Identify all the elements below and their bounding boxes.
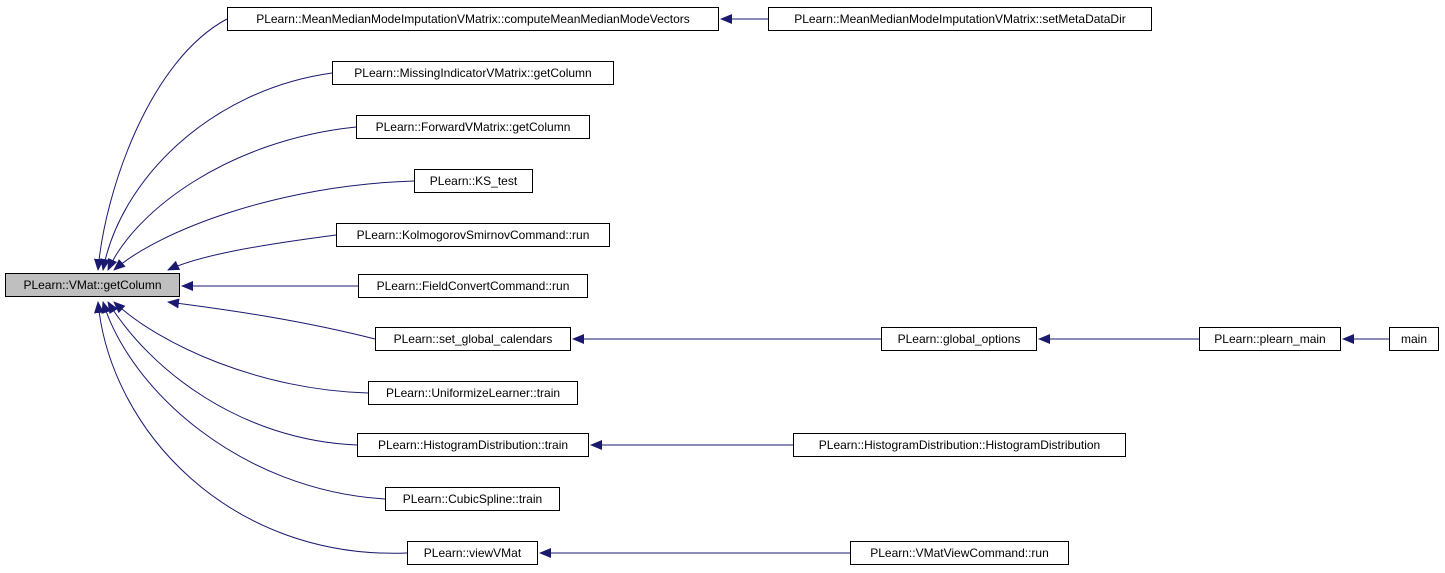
node-kolmogorov-smirnov-run[interactable]: PLearn::KolmogorovSmirnovCommand::run bbox=[336, 223, 610, 247]
node-compute-mean-median-mode-vectors[interactable]: PLearn::MeanMedianModeImputationVMatrix:… bbox=[227, 7, 719, 31]
edge-n8-to-root bbox=[167, 298, 376, 340]
edge-n3-to-root bbox=[100, 72, 333, 271]
node-view-vmat[interactable]: PLearn::viewVMat bbox=[407, 541, 538, 565]
node-missing-indicator-get-column[interactable]: PLearn::MissingIndicatorVMatrix::getColu… bbox=[332, 61, 614, 85]
edge-n5-to-root bbox=[113, 180, 415, 271]
edge-n13-to-root bbox=[107, 301, 358, 446]
edge-n12-to-root bbox=[113, 301, 369, 394]
edge-n4-to-root bbox=[107, 126, 357, 271]
node-global-options[interactable]: PLearn::global_options bbox=[881, 327, 1037, 351]
node-cubic-spline-train[interactable]: PLearn::CubicSpline::train bbox=[385, 487, 560, 511]
node-main[interactable]: main bbox=[1389, 327, 1439, 351]
node-histogram-distribution-train[interactable]: PLearn::HistogramDistribution::train bbox=[357, 433, 589, 457]
node-field-convert-run[interactable]: PLearn::FieldConvertCommand::run bbox=[358, 274, 588, 298]
node-plearn-main[interactable]: PLearn::plearn_main bbox=[1199, 327, 1341, 351]
node-uniformize-learner-train[interactable]: PLearn::UniformizeLearner::train bbox=[368, 381, 578, 405]
edge-n6-to-root bbox=[167, 234, 337, 271]
node-ks-test[interactable]: PLearn::KS_test bbox=[414, 169, 533, 193]
edge-n1-to-root bbox=[93, 18, 228, 271]
edge-n15-to-root bbox=[101, 301, 386, 500]
node-set-meta-data-dir[interactable]: PLearn::MeanMedianModeImputationVMatrix:… bbox=[768, 7, 1152, 31]
node-set-global-calendars[interactable]: PLearn::set_global_calendars bbox=[375, 327, 571, 351]
node-vmat-getcolumn: PLearn::VMat::getColumn bbox=[5, 273, 180, 297]
node-forward-vmatrix-get-column[interactable]: PLearn::ForwardVMatrix::getColumn bbox=[356, 115, 590, 139]
node-vmat-view-command-run[interactable]: PLearn::VMatViewCommand::run bbox=[850, 541, 1069, 565]
node-histogram-distribution-ctor[interactable]: PLearn::HistogramDistribution::Histogram… bbox=[793, 433, 1126, 457]
edge-n16-to-root bbox=[94, 301, 408, 554]
